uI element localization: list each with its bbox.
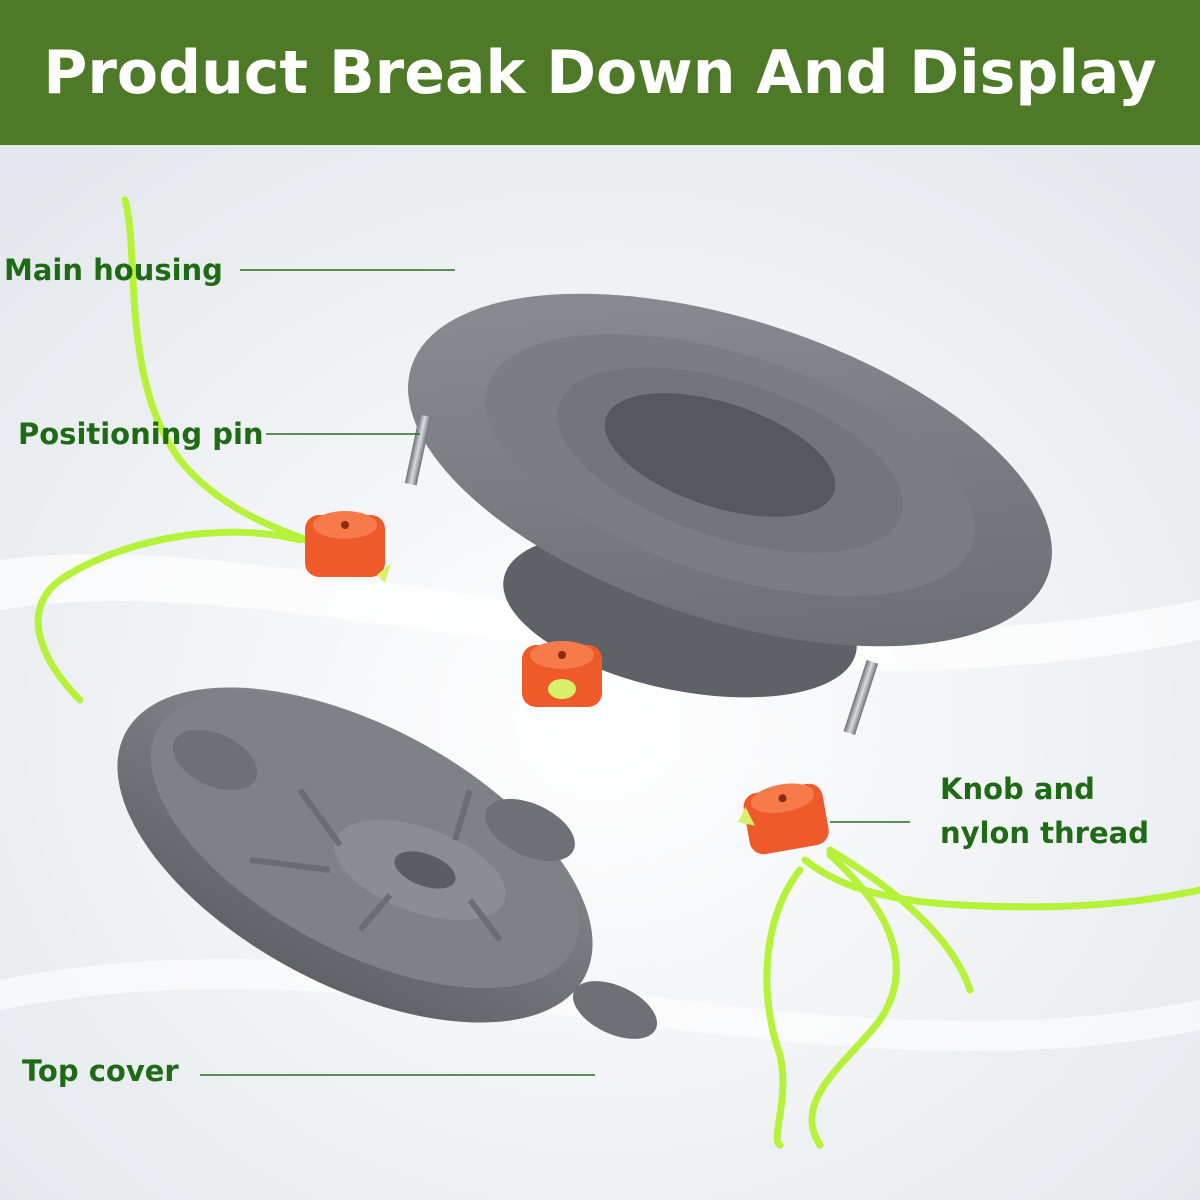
- knob: [738, 783, 829, 855]
- callout-top-cover: Top cover: [22, 1054, 179, 1088]
- positioning-pin: [843, 659, 879, 735]
- product-illustration: [0, 145, 1200, 1200]
- housing-hole: [604, 393, 836, 517]
- nylon-thread: [826, 846, 974, 994]
- nylon-thread: [121, 196, 324, 549]
- callout-knob-line2: nylon thread: [940, 816, 1149, 850]
- callout-positioning-pin: Positioning pin: [18, 417, 264, 451]
- positioning-pin: [404, 414, 432, 486]
- title-banner: Product Break Down And Display: [0, 0, 1200, 145]
- main-housing-part: [404, 293, 1052, 735]
- product-scene: Main housing Positioning pin Knob and ny…: [0, 145, 1200, 1200]
- callout-knob-nylon-thread: Knob and nylon thread: [940, 767, 1149, 855]
- knob: [305, 511, 391, 583]
- cover-hub-hole: [394, 851, 456, 889]
- knob: [522, 641, 602, 707]
- callout-main-housing: Main housing: [4, 253, 223, 287]
- page-title: Product Break Down And Display: [43, 37, 1157, 108]
- cover-boss: [172, 729, 258, 791]
- cover-boss: [485, 798, 575, 862]
- nylon-thread: [808, 851, 900, 1149]
- nylon-thread: [34, 528, 304, 704]
- top-cover-part: [117, 687, 658, 1039]
- callout-knob-line1: Knob and: [940, 772, 1095, 806]
- cover-ribs: [249, 788, 503, 942]
- nylon-thread: [763, 866, 804, 1149]
- cover-boss: [572, 981, 658, 1039]
- nylon-thread: [801, 856, 1200, 911]
- leader-lines: [200, 269, 910, 1076]
- nylon-threads: [34, 196, 1200, 1149]
